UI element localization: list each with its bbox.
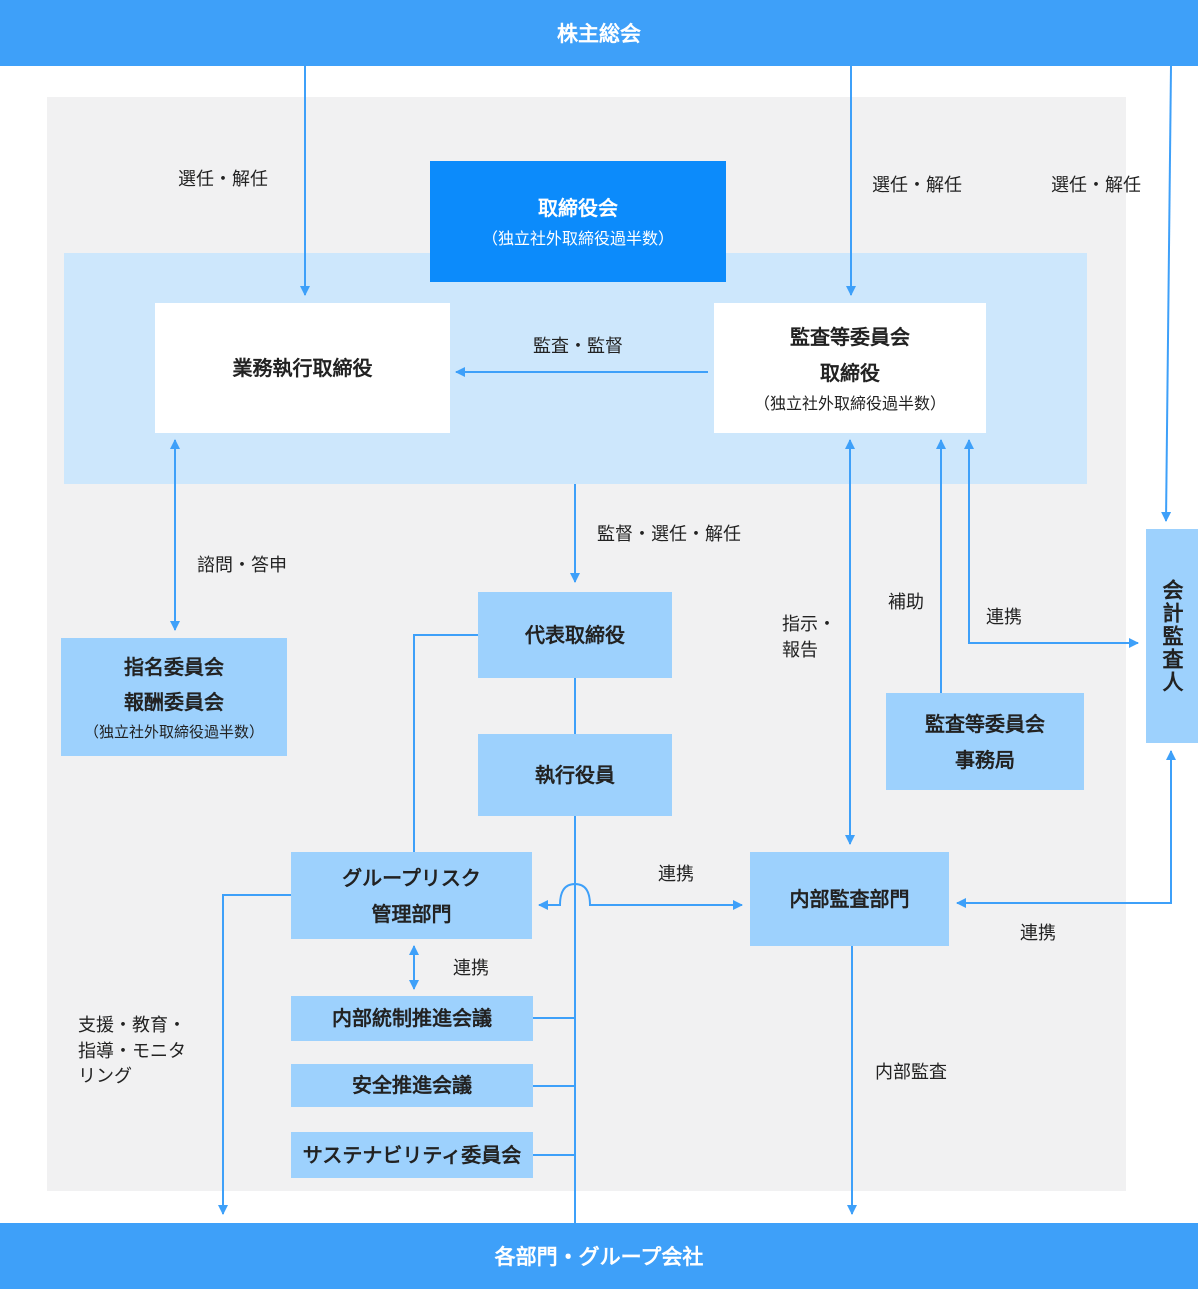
label-elect-2: 選任・解任 — [872, 175, 962, 196]
departments-group-companies-bar: 各部門・グループ会社 — [0, 1223, 1198, 1289]
support-arrow — [218, 894, 291, 1215]
audit-committee-directors: 監査等委員会 取締役 （独立社外取締役過半数） — [714, 303, 986, 433]
sustainability-committee: サステナビリティ委員会 — [291, 1132, 533, 1178]
label-support: 支援・教育・ 指導・モニタ リング — [78, 1015, 186, 1088]
label-elect-1: 選任・解任 — [178, 169, 268, 190]
group-risk-line1: グループリスク — [342, 865, 481, 890]
accounting-auditor: 会計監査人 — [1146, 529, 1198, 743]
internal-audit-department: 内部監査部門 — [750, 852, 949, 946]
label-cooperate-mid: 連携 — [658, 864, 694, 885]
elect-arrow-auditor — [1161, 65, 1172, 522]
committee-1-label: 内部統制推進会議 — [332, 1006, 492, 1030]
representative-director: 代表取締役 — [478, 592, 672, 678]
internal-auditor-link — [956, 750, 1176, 908]
label-cooperate-risk: 連携 — [453, 958, 489, 979]
departments-label: 各部門・グループ会社 — [494, 1245, 704, 1269]
executive-officers: 執行役員 — [478, 734, 672, 816]
label-internal-audit: 内部監査 — [875, 1062, 947, 1083]
committee-2-label: 安全推進会議 — [352, 1073, 472, 1097]
board-title: 取締役会 — [538, 196, 618, 221]
executive-directors: 業務執行取締役 — [155, 303, 450, 433]
risk-audit-link — [538, 882, 743, 910]
audit-committee-office: 監査等委員会 事務局 — [886, 693, 1084, 790]
audit-committee-line2: 取締役 — [820, 361, 880, 386]
board-of-directors: 取締役会 （独立社外取締役過半数） — [430, 161, 726, 282]
nomination-sub: （独立社外取締役過半数） — [83, 723, 264, 741]
representative-label: 代表取締役 — [525, 622, 625, 647]
executive-directors-label: 業務執行取締役 — [232, 355, 373, 380]
nomination-line2: 報酬委員会 — [124, 690, 224, 714]
label-supervise-elect: 監督・選任・解任 — [597, 524, 741, 545]
board-sub: （独立社外取締役過半数） — [481, 229, 674, 249]
label-cooperate-internal: 連携 — [1020, 923, 1056, 944]
nomination-remuneration-committee: 指名委員会 報酬委員会 （独立社外取締役過半数） — [61, 638, 287, 756]
audit-office-line2: 事務局 — [955, 747, 1015, 772]
audit-committee-line1: 監査等委員会 — [790, 325, 910, 350]
executive-officers-label: 執行役員 — [535, 762, 615, 787]
accounting-auditor-label: 会計監査人 — [1160, 578, 1184, 694]
nomination-line1: 指名委員会 — [124, 655, 224, 679]
internal-control-meeting: 内部統制推進会議 — [291, 996, 533, 1041]
safety-meeting: 安全推進会議 — [291, 1064, 533, 1107]
audit-committee-sub: （独立社外取締役過半数） — [753, 394, 946, 414]
audit-auditor-link — [964, 439, 1139, 648]
label-elect-3: 選任・解任 — [1051, 175, 1141, 196]
audit-office-line1: 監査等委員会 — [925, 711, 1045, 736]
rep-risk-line — [413, 634, 478, 852]
label-assist: 補助 — [888, 592, 924, 613]
label-cooperate-auditor: 連携 — [986, 607, 1022, 628]
group-risk-line2: 管理部門 — [371, 901, 452, 926]
shareholders-meeting-label: 株主総会 — [557, 22, 641, 46]
shareholders-meeting-bar: 株主総会 — [0, 0, 1198, 66]
label-consult: 諮問・答申 — [197, 555, 287, 576]
committee-3-label: サステナビリティ委員会 — [302, 1142, 522, 1167]
internal-audit-label: 内部監査部門 — [789, 886, 910, 911]
label-instruct-report: 指示・ 報告 — [782, 614, 836, 662]
group-risk-department: グループリスク 管理部門 — [291, 852, 532, 939]
label-audit-supervise: 監査・監督 — [533, 336, 623, 357]
